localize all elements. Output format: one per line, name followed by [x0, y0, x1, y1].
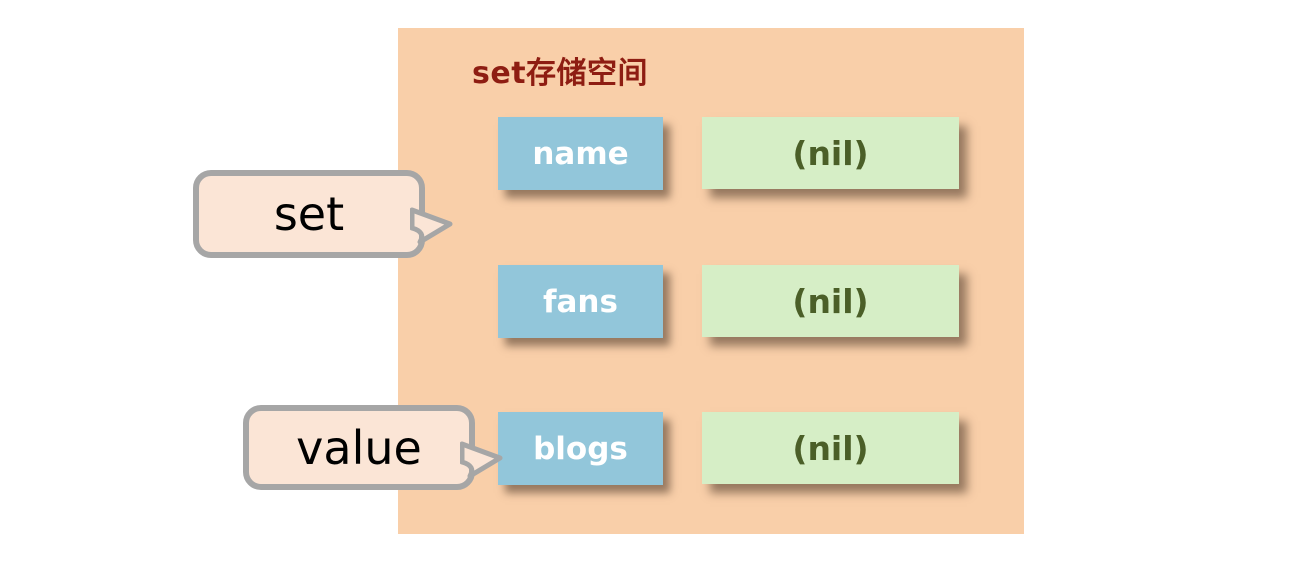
kv-row-fans: fans (nil)	[398, 265, 1024, 338]
value-box-fans: (nil)	[702, 265, 959, 337]
value-box-blogs: (nil)	[702, 412, 959, 484]
callout-set-label: set	[273, 187, 345, 241]
value-box-name: (nil)	[702, 117, 959, 189]
key-box-name: name	[498, 117, 663, 190]
set-storage-panel: set存储空间 name (nil) fans (nil) blogs (nil…	[398, 28, 1024, 534]
callout-value-label: value	[296, 420, 422, 475]
kv-row-blogs: blogs (nil)	[398, 412, 1024, 485]
callout-value: value	[243, 405, 503, 490]
callout-set: set	[193, 170, 453, 258]
key-box-fans: fans	[498, 265, 663, 338]
key-box-blogs: blogs	[498, 412, 663, 485]
panel-title: set存储空间	[472, 56, 649, 91]
kv-row-name: name (nil)	[398, 117, 1024, 190]
